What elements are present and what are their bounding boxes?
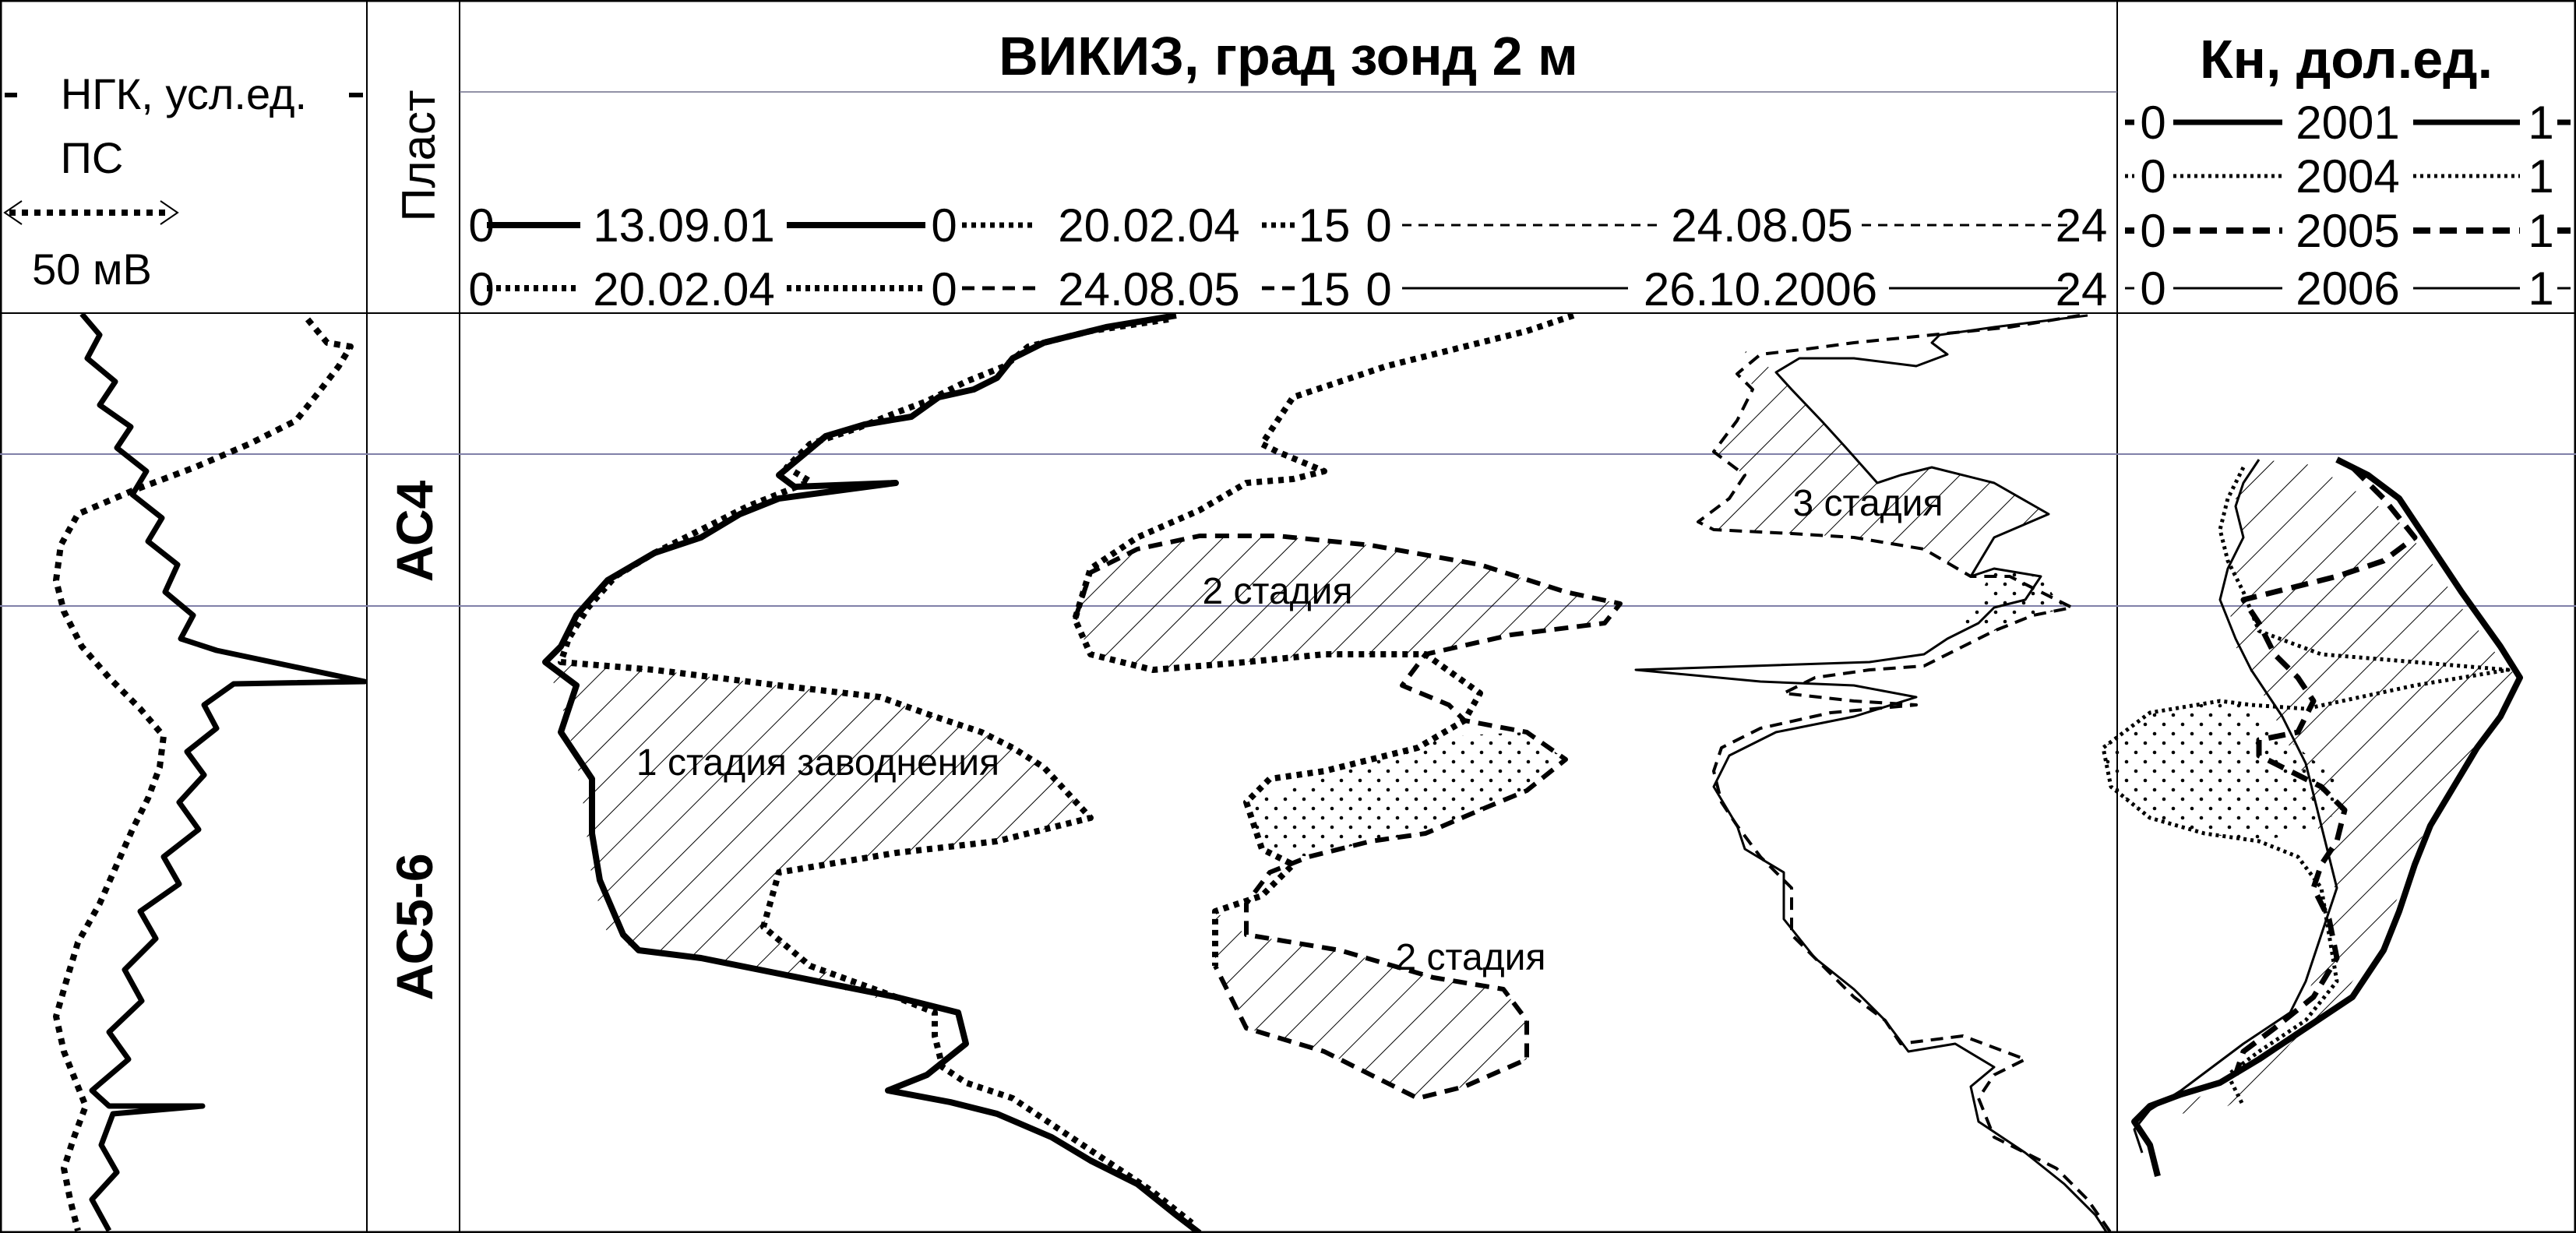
vikiz-r2-c-date: 26.10.2006 xyxy=(1644,263,1877,315)
vikiz-annotations: 1 стадия заводнения 2 стадия 2 стадия 3 … xyxy=(636,483,1943,978)
stage2-lower-hatch-region xyxy=(1215,911,1527,1098)
annotation-stage2-upper: 2 стадия xyxy=(1203,571,1353,612)
vikiz-r1-c-min: 0 xyxy=(1366,199,1391,252)
ps-label: ПС xyxy=(61,133,124,182)
layer-name-ac4: АС4 xyxy=(386,481,443,583)
layer-column-header: Пласт xyxy=(393,90,445,222)
kn-curves xyxy=(2101,456,2523,1177)
kn-legend-2001-max: 1 xyxy=(2528,97,2553,149)
vikiz-title: ВИКИЗ, град зонд 2 м xyxy=(999,26,1578,86)
vikiz-2004-curve-1 xyxy=(558,316,1194,1226)
vikiz-r2-b-max: 15 xyxy=(1299,263,1351,315)
vikiz-header: ВИКИЗ, град зонд 2 м 0 13.09.01 0 20.02.… xyxy=(468,26,2107,315)
vikiz-2006-curve xyxy=(1634,314,2109,1233)
ngk-label: НГК, усл.ед. xyxy=(61,69,307,118)
left-track-curves xyxy=(53,312,368,1232)
kn-legend-2001-year: 2001 xyxy=(2296,97,2399,149)
kn-legend-2004-max: 1 xyxy=(2528,150,2553,203)
kn-legend-2005-max: 1 xyxy=(2528,205,2553,257)
vikiz-r2-c-max: 24 xyxy=(2056,263,2108,315)
layer-name-ac56: АС5-6 xyxy=(386,853,443,1000)
kn-legend-2004-year: 2004 xyxy=(2296,150,2399,203)
vikiz-r1-a-max: 0 xyxy=(931,199,957,252)
annotation-stage3: 3 стадия xyxy=(1793,483,1943,524)
stage3-dotted-region xyxy=(1963,569,2072,631)
vikiz-2004-curve-2 xyxy=(1072,312,1575,966)
stage1-hatch-region xyxy=(545,662,1091,1005)
kn-title: Кн, дол.ед. xyxy=(2200,29,2493,90)
kn-2006-curve xyxy=(2133,459,2338,1154)
vikiz-curves xyxy=(542,312,2113,1233)
vikiz-r1-b-max: 15 xyxy=(1299,199,1351,252)
vikiz-r1-c-max: 24 xyxy=(2056,199,2108,252)
vikiz-2005-curve-1 xyxy=(1073,534,1623,1101)
vikiz-r2-c-min: 0 xyxy=(1366,263,1391,315)
kn-legend-2005-min: 0 xyxy=(2140,205,2165,257)
vikiz-r1-b-date: 20.02.04 xyxy=(1058,199,1240,252)
kn-legend-2006-year: 2006 xyxy=(2296,262,2399,315)
ps-scale-label: 50 мВ xyxy=(32,245,152,294)
left-track-header: НГК, усл.ед. ПС 50 мВ xyxy=(3,69,363,294)
vikiz-r1-a-date: 13.09.01 xyxy=(593,199,775,252)
vikiz-r2-a-min: 0 xyxy=(468,263,494,315)
ngk-curve xyxy=(79,312,368,1232)
vikiz-r1-c-date: 24.08.05 xyxy=(1671,199,1853,252)
kn-legend-2006-max: 1 xyxy=(2528,262,2553,315)
layer-column: Пласт АС4 АС5-6 xyxy=(386,90,445,1001)
kn-legend-2004-min: 0 xyxy=(2140,150,2165,203)
kn-header: Кн, дол.ед. 0 2001 1 0 2004 1 0 2005 1 0… xyxy=(2125,29,2571,315)
stage2-dotted-region xyxy=(1246,732,1566,857)
annotation-stage1: 1 стадия заводнения xyxy=(636,742,999,784)
vikiz-r2-a-date: 20.02.04 xyxy=(593,263,775,315)
kn-legend-2005-year: 2005 xyxy=(2296,205,2399,257)
kn-legend-2001-min: 0 xyxy=(2140,97,2165,149)
stage2-upper-hatch-region xyxy=(1075,536,1620,670)
vikiz-r2-b-date: 24.08.05 xyxy=(1058,263,1240,315)
kn-2005-curve xyxy=(2232,465,2418,1076)
vikiz-fills xyxy=(545,351,2072,1098)
kn-2004-curve xyxy=(2101,466,2511,1108)
stage3-hatch-region xyxy=(1698,351,2049,576)
annotation-stage2-lower: 2 стадия xyxy=(1396,937,1546,978)
vikiz-2001-curve xyxy=(542,312,1202,1233)
vikiz-r1-a-min: 0 xyxy=(468,199,494,252)
ps-curve xyxy=(53,317,354,1231)
kn-legend-2006-min: 0 xyxy=(2140,262,2165,315)
vikiz-r2-a-max: 0 xyxy=(931,263,957,315)
